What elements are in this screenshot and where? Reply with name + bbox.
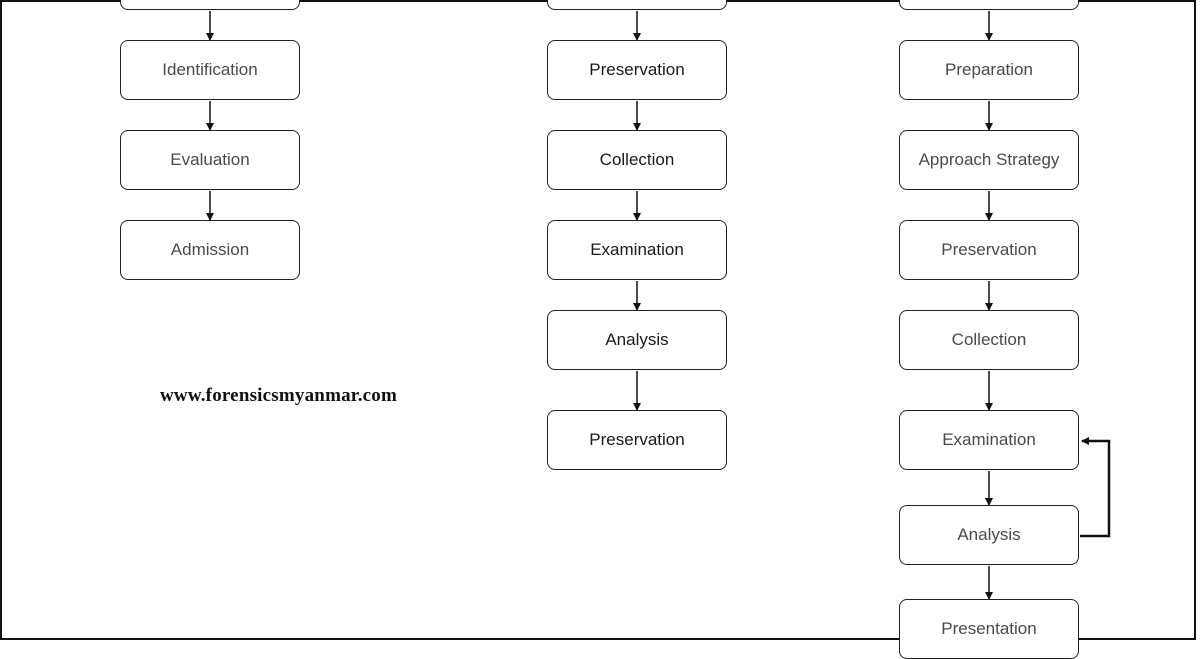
c3-node-presentation: Presentation: [899, 599, 1079, 659]
c3-node-analysis: Analysis: [899, 505, 1079, 565]
c3-node-approach-strategy: Approach Strategy: [899, 130, 1079, 190]
c2-node-preservation-final: Preservation: [547, 410, 727, 470]
c3-node-top: [899, 0, 1079, 10]
c3-node-preservation: Preservation: [899, 220, 1079, 280]
c2-node-examination: Examination: [547, 220, 727, 280]
c2-node-analysis: Analysis: [547, 310, 727, 370]
c3-node-preparation: Preparation: [899, 40, 1079, 100]
flow-connectors: [206, 11, 1111, 600]
c2-node-collection: Collection: [547, 130, 727, 190]
feedback-loop-arrow: [1080, 437, 1111, 538]
c1-node-evaluation: Evaluation: [120, 130, 300, 190]
c3-node-examination: Examination: [899, 410, 1079, 470]
c1-node-identification: Identification: [120, 40, 300, 100]
c2-node-preservation: Preservation: [547, 40, 727, 100]
c1-node-admission: Admission: [120, 220, 300, 280]
c2-node-top: [547, 0, 727, 10]
c1-node-top: [120, 0, 300, 10]
site-watermark: www.forensicsmyanmar.com: [160, 385, 398, 406]
c3-node-collection: Collection: [899, 310, 1079, 370]
